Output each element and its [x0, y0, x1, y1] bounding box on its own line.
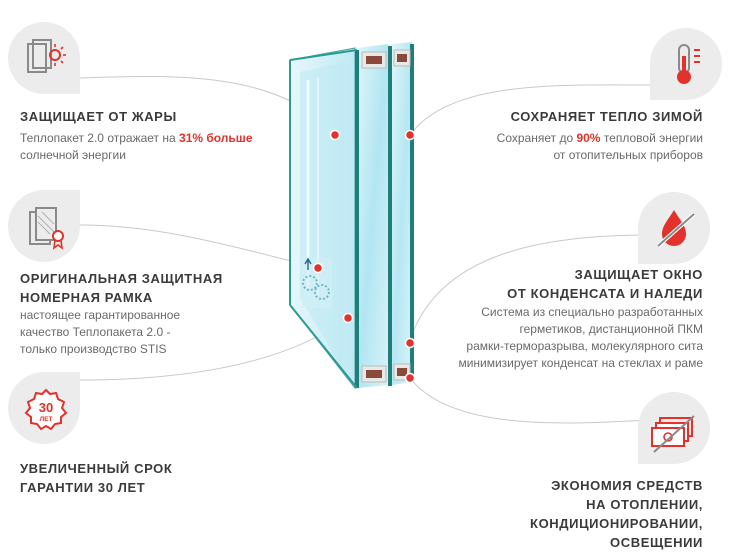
connector-warm: [409, 84, 651, 136]
heat-desc-highlight: 31% больше: [179, 131, 253, 145]
frame-title-line-2: НОМЕРНАЯ РАМКА: [20, 290, 153, 305]
badge-number: 30: [39, 400, 53, 415]
heat-title: ЗАЩИЩАЕТ ОТ ЖАРЫ: [20, 109, 177, 124]
condensate-desc: Система из специально разработанных герм…: [403, 304, 703, 372]
condensate-desc-line-3: рамки-терморазрыва, молекулярного сита: [466, 339, 703, 353]
condensate-title: ЗАЩИЩАЕТ ОКНО ОТ КОНДЕНСАТА И НАЛЕДИ: [507, 265, 703, 303]
dot-warranty: [342, 312, 354, 324]
heat-desc: Теплопакет 2.0 отражает на 31% больше со…: [20, 130, 290, 164]
heat-desc-pre: Теплопакет 2.0 отражает на: [20, 131, 180, 145]
warranty-title-line-1: УВЕЛИЧЕННЫЙ СРОК: [20, 461, 173, 476]
condensate-desc-line-1: Система из специально разработанных: [481, 305, 703, 319]
sun-window-icon: [27, 39, 66, 73]
dot-warm: [404, 129, 416, 141]
warm-desc-pre: Сохраняет до: [496, 131, 577, 145]
money-crossed-icon: [651, 415, 695, 453]
condensate-desc-line-4: минимизирует конденсат на стеклах и раме: [458, 356, 703, 370]
dot-frame: [312, 262, 324, 274]
dot-heat: [329, 129, 341, 141]
warranty-badge-icon: 30 ЛЕТ: [24, 388, 68, 431]
heat-desc-post: солнечной энергии: [20, 148, 126, 162]
frame-title-line-1: ОРИГИНАЛЬНАЯ ЗАЩИТНАЯ: [20, 271, 223, 286]
heat-icon-bg: [8, 22, 80, 94]
warm-desc-mid: тепловой энергии: [600, 131, 703, 145]
savings-title-line-3: КОНДИЦИОНИРОВАНИИ,: [530, 516, 703, 531]
dot-condensate: [404, 337, 416, 349]
warm-title: СОХРАНЯЕТ ТЕПЛО ЗИМОЙ: [510, 109, 703, 124]
frame-desc: настоящее гарантированное качество Тепло…: [20, 307, 250, 358]
condensate-title-line-1: ЗАЩИЩАЕТ ОКНО: [574, 267, 703, 282]
savings-title: ЭКОНОМИЯ СРЕДСТВ НА ОТОПЛЕНИИ, КОНДИЦИОН…: [530, 476, 703, 552]
condensate-title-line-2: ОТ КОНДЕНСАТА И НАЛЕДИ: [507, 286, 703, 301]
dot-savings: [404, 372, 416, 384]
warm-desc: Сохраняет до 90% тепловой энергии от ото…: [433, 130, 703, 164]
frame-desc-line-3: только производство STIS: [20, 342, 167, 356]
frame-title: ОРИГИНАЛЬНАЯ ЗАЩИТНАЯ НОМЕРНАЯ РАМКА: [20, 269, 223, 307]
warm-desc-highlight: 90%: [576, 131, 601, 145]
warm-desc-post: от отопительных приборов: [553, 148, 703, 162]
connector-savings: [409, 377, 651, 424]
spacer-top: [361, 49, 411, 69]
warranty-title-line-2: ГАРАНТИИ 30 ЛЕТ: [20, 480, 146, 495]
warranty-title: УВЕЛИЧЕННЫЙ СРОК ГАРАНТИИ 30 ЛЕТ: [20, 459, 172, 497]
certificate-icon: [29, 207, 64, 250]
savings-title-line-2: НА ОТОПЛЕНИИ,: [586, 497, 703, 512]
frame-desc-line-1: настоящее гарантированное: [20, 308, 181, 322]
thermometer-icon: [677, 44, 700, 84]
callout-dots: [312, 129, 416, 384]
drop-crossed-icon: [656, 210, 696, 248]
glass-pane-front: [392, 42, 412, 385]
connector-condensate: [409, 234, 651, 341]
condensate-desc-line-2: герметиков, дистанционной ПКМ: [519, 322, 703, 336]
badge-text: ЛЕТ: [40, 416, 53, 423]
savings-title-line-4: ОСВЕЩЕНИИ: [610, 535, 703, 550]
glass-pane-middle: [358, 44, 388, 388]
frame-desc-line-2: качество Теплопакета 2.0 -: [20, 325, 171, 339]
connector-frame: [79, 224, 319, 269]
savings-title-line-1: ЭКОНОМИЯ СРЕДСТВ: [551, 478, 703, 493]
